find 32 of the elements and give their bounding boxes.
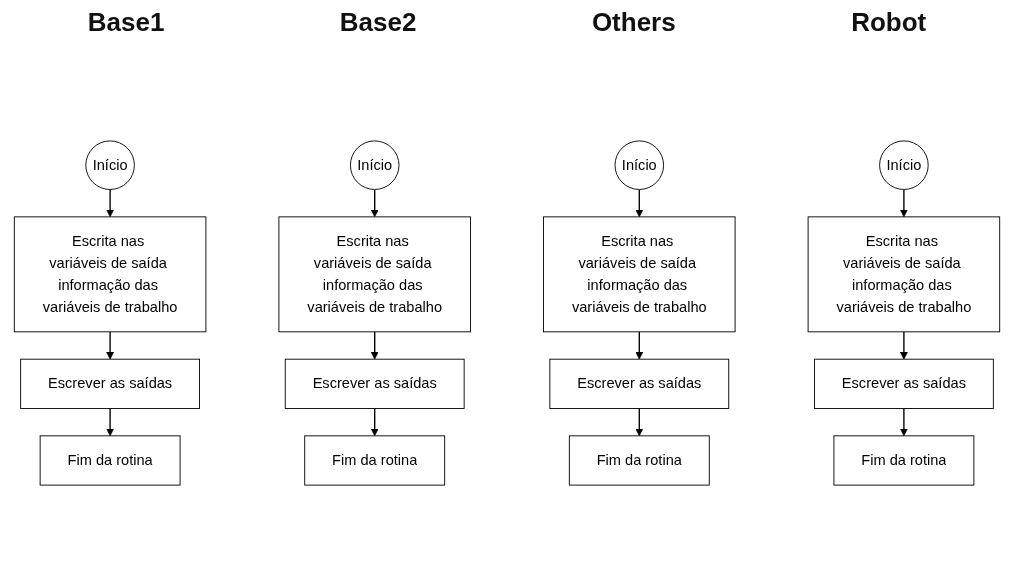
arrow: [370, 188, 379, 218]
arrow: [899, 188, 908, 218]
arrow: [106, 188, 115, 218]
node-circle: Início: [85, 140, 135, 190]
arrow: [899, 331, 908, 360]
column-title: Others: [591, 6, 676, 38]
node-box: Fim da rotina: [568, 435, 710, 486]
column-title: Base1: [87, 6, 165, 38]
arrow: [106, 331, 115, 360]
arrow: [635, 331, 644, 360]
node-box: Escrever as saídas: [284, 358, 465, 409]
node-circle: Início: [879, 140, 929, 190]
arrow: [370, 407, 379, 437]
node-box: Fim da rotina: [833, 435, 975, 486]
arrow: [899, 407, 908, 437]
node-circle: Início: [614, 140, 665, 190]
arrow: [635, 188, 644, 218]
node-circle: Início: [349, 140, 400, 190]
node-box: Fim da rotina: [304, 435, 446, 486]
node-box: Escrever as saídas: [549, 358, 730, 409]
arrow: [106, 407, 115, 437]
node-box: Escrever as saídas: [20, 358, 200, 409]
node-box: Escrita nas variáveis de saída informação das variáveis de trabalho: [543, 216, 736, 333]
node-box: Escrita nas variáveis de saída informação das variáveis de trabalho: [807, 216, 1001, 333]
arrow: [635, 407, 644, 437]
node-box: Escrita nas variáveis de saída informação das variáveis de trabalho: [278, 216, 471, 333]
node-box: Escrita nas variáveis de saída informação das variáveis de trabalho: [13, 216, 207, 333]
node-box: Escrever as saídas: [814, 358, 994, 409]
node-box: Fim da rotina: [39, 435, 181, 486]
column-title: Robot: [851, 6, 927, 38]
arrow: [370, 331, 379, 360]
column-title: Base2: [339, 6, 417, 38]
